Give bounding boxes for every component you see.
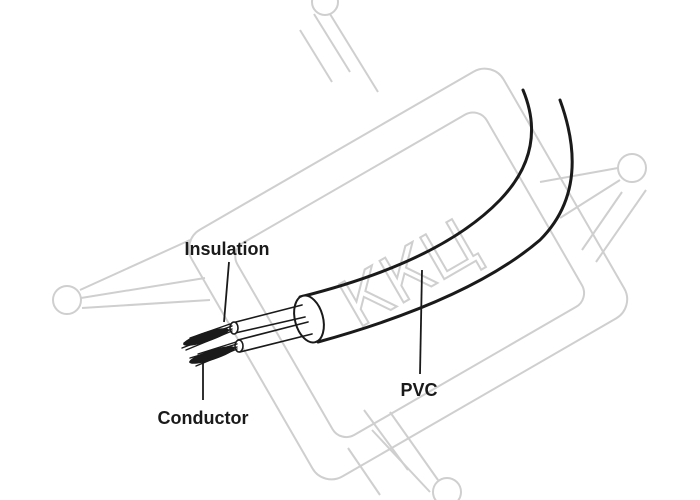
watermark-node-right xyxy=(617,153,647,183)
watermark: ККЦ xyxy=(52,0,647,500)
pvc-jacket-end xyxy=(293,294,325,344)
cable xyxy=(181,88,574,367)
conductor-label: Conductor xyxy=(158,408,249,428)
pvc-label: PVC xyxy=(400,380,437,400)
pvc-jacket-top-edge xyxy=(298,88,534,299)
watermark-node-top xyxy=(311,0,339,16)
watermark-node-left xyxy=(52,285,82,315)
strand xyxy=(197,341,237,355)
core-1-bottom xyxy=(234,316,306,334)
watermark-traces xyxy=(52,0,647,500)
core-1-top xyxy=(231,304,303,324)
insulation-leader xyxy=(223,261,230,323)
conductor-2 xyxy=(189,346,235,364)
pvc-jacket-bottom-edge xyxy=(316,98,574,344)
watermark-node-bottom xyxy=(432,477,462,500)
watermark-frame-outer xyxy=(187,67,629,481)
core-2-top xyxy=(237,321,309,341)
conductor-tips xyxy=(183,328,235,364)
leader-lines xyxy=(202,261,423,400)
insulation-label: Insulation xyxy=(185,239,270,259)
conductor-1 xyxy=(183,328,229,346)
core-2-bottom xyxy=(239,333,313,353)
pvc-leader xyxy=(419,269,423,375)
watermark-frame-inner xyxy=(234,111,586,439)
core-1-end xyxy=(229,321,239,335)
watermark-text: ККЦ xyxy=(327,204,491,343)
